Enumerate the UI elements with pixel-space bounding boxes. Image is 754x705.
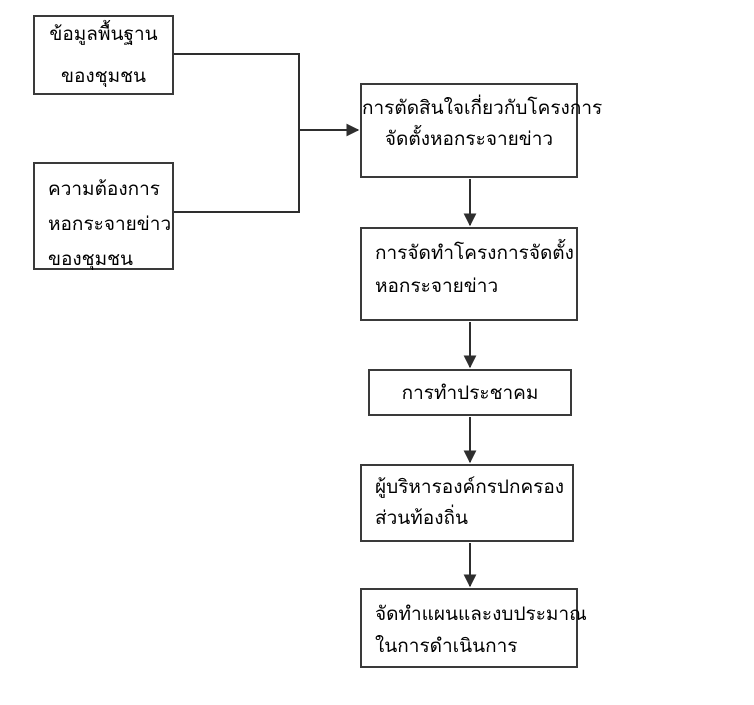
box-project-preparation-line1: การจัดทำโครงการจัดตั้ง [375,242,574,264]
box-community-need: ความต้องการ หอกระจายข่าว ของชุมชน [33,162,174,270]
box-community-need-line3: ของชุมชน [48,248,133,270]
box-public-hearing-line1: การทำประชาคม [401,381,539,404]
box-community-need-line2: หอกระจายข่าว [48,213,172,235]
box-plan-and-budget: จัดทำแผนและงบประมาณ ในการดำเนินการ [360,588,587,668]
box-project-decision-line1: การตัดสินใจเกี่ยวกับโครงการ [362,97,603,119]
box-community-basic-data-line2: ของชุมชน [61,65,146,87]
box-public-hearing: การทำประชาคม [368,369,572,416]
box-project-decision: การตัดสินใจเกี่ยวกับโครงการ จัดตั้งหอกระ… [360,83,603,178]
box-community-basic-data: ข้อมูลพื้นฐาน ของชุมชน [33,15,174,95]
box-project-preparation: การจัดทำโครงการจัดตั้ง หอกระจายข่าว [360,227,578,321]
box-project-preparation-line2: หอกระจายข่าว [375,275,499,297]
box-project-decision-line2: จัดตั้งหอกระจายข่าว [384,128,554,150]
box-community-basic-data-line1: ข้อมูลพื้นฐาน [49,23,158,45]
box-plan-and-budget-line1: จัดทำแผนและงบประมาณ [375,603,587,625]
box-local-admin-executives-line1: ผู้บริหารองค์กรปกครอง [375,476,565,498]
box-plan-and-budget-line2: ในการดำเนินการ [375,635,518,657]
box-local-admin-executives-line2: ส่วนท้องถิ่น [375,507,468,529]
box-community-need-line1: ความต้องการ [48,178,160,200]
box-local-admin-executives: ผู้บริหารองค์กรปกครอง ส่วนท้องถิ่น [360,464,574,542]
